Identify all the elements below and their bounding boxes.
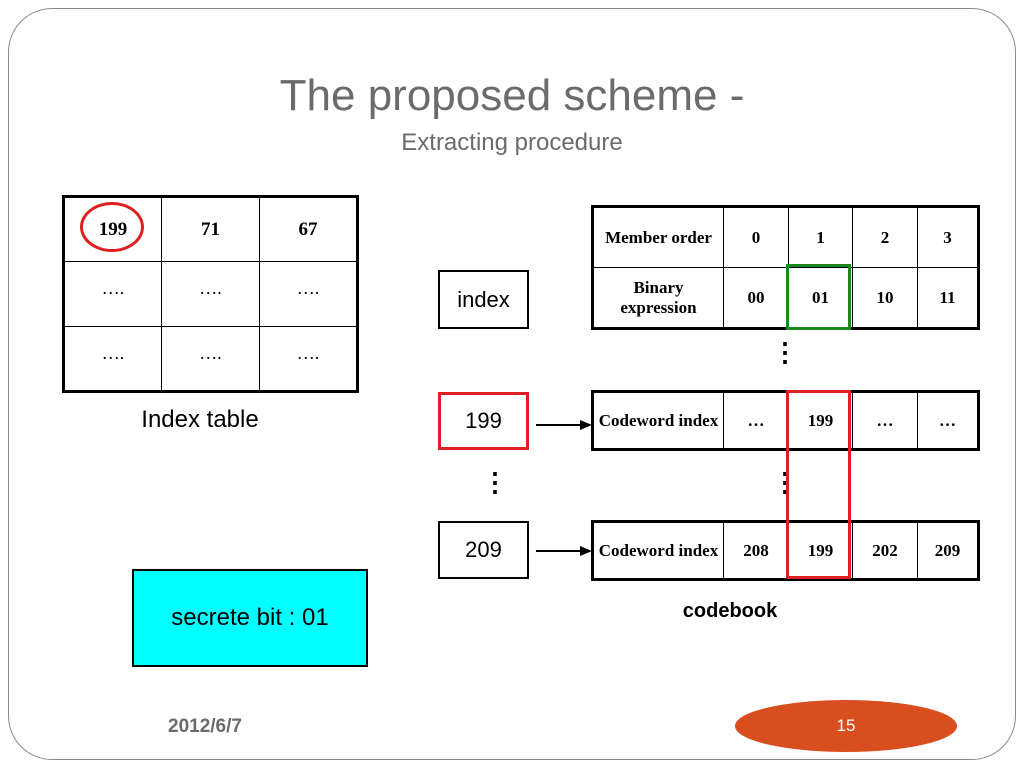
index-value-box-199: 199 [438, 392, 529, 450]
index-table: 199 71 67 …. …. …. …. …. …. [62, 195, 359, 393]
index-cell: …. [161, 326, 260, 392]
member-cell: 3 [917, 206, 979, 268]
index-table-label: Index table [141, 406, 259, 433]
table-row: …. …. …. [63, 326, 358, 392]
member-cell: 1 [788, 206, 853, 268]
row-header: Member order [592, 206, 724, 268]
codeword-cell: 199 [788, 521, 853, 580]
slide-subtitle: Extracting procedure [401, 129, 623, 156]
binary-cell: 10 [852, 267, 918, 329]
index-value-box-209: 209 [438, 521, 529, 579]
codeword-cell: … [917, 391, 979, 450]
vertical-ellipsis: ⋮ [482, 468, 508, 497]
index-cell: …. [161, 261, 260, 327]
page-number: 15 [836, 716, 856, 735]
page-number-badge: 15 [735, 700, 957, 752]
codeword-cell: 202 [852, 521, 918, 580]
binary-cell: 11 [917, 267, 979, 329]
index-cell: …. [259, 326, 358, 392]
row-header: Codeword index [592, 521, 724, 580]
index-header-box: index [438, 270, 529, 329]
highlight-circle [80, 202, 144, 252]
table-row: Member order 0 1 2 3 [592, 206, 979, 268]
codeword-cell: … [723, 391, 789, 450]
arrow-right-icon [536, 420, 592, 430]
table-row: Binary expression 00 01 10 11 [592, 267, 979, 329]
codeword-table-2: Codeword index 208 199 202 209 [591, 520, 980, 581]
member-cell: 0 [723, 206, 789, 268]
codebook-label: codebook [682, 600, 778, 622]
secret-bit-box: secrete bit : 01 [132, 569, 368, 667]
table-row: Codeword index 208 199 202 209 [592, 521, 979, 580]
index-cell: …. [259, 261, 358, 327]
footer-date: 2012/6/7 [168, 716, 242, 737]
table-row: Codeword index … 199 … … [592, 391, 979, 450]
vertical-ellipsis: ⋮ [772, 338, 798, 367]
codeword-cell: 199 [788, 391, 853, 450]
arrow-right-icon [536, 546, 592, 556]
index-cell: …. [63, 326, 162, 392]
index-cell: …. [63, 261, 162, 327]
codeword-cell: 208 [723, 521, 789, 580]
member-order-table: Member order 0 1 2 3 Binary expression 0… [591, 205, 980, 330]
binary-cell: 01 [788, 267, 853, 329]
vertical-ellipsis: ⋮ [772, 468, 798, 497]
row-header: Binary expression [592, 267, 724, 329]
binary-cell: 00 [723, 267, 789, 329]
codeword-table-1: Codeword index … 199 … … [591, 390, 980, 451]
slide-title: The proposed scheme - [279, 71, 745, 120]
index-cell: 71 [161, 196, 260, 262]
row-header: Codeword index [592, 391, 724, 450]
table-row: …. …. …. [63, 261, 358, 327]
member-cell: 2 [852, 206, 918, 268]
codeword-cell: 209 [917, 521, 979, 580]
index-cell: 67 [259, 196, 358, 262]
codeword-cell: … [852, 391, 918, 450]
